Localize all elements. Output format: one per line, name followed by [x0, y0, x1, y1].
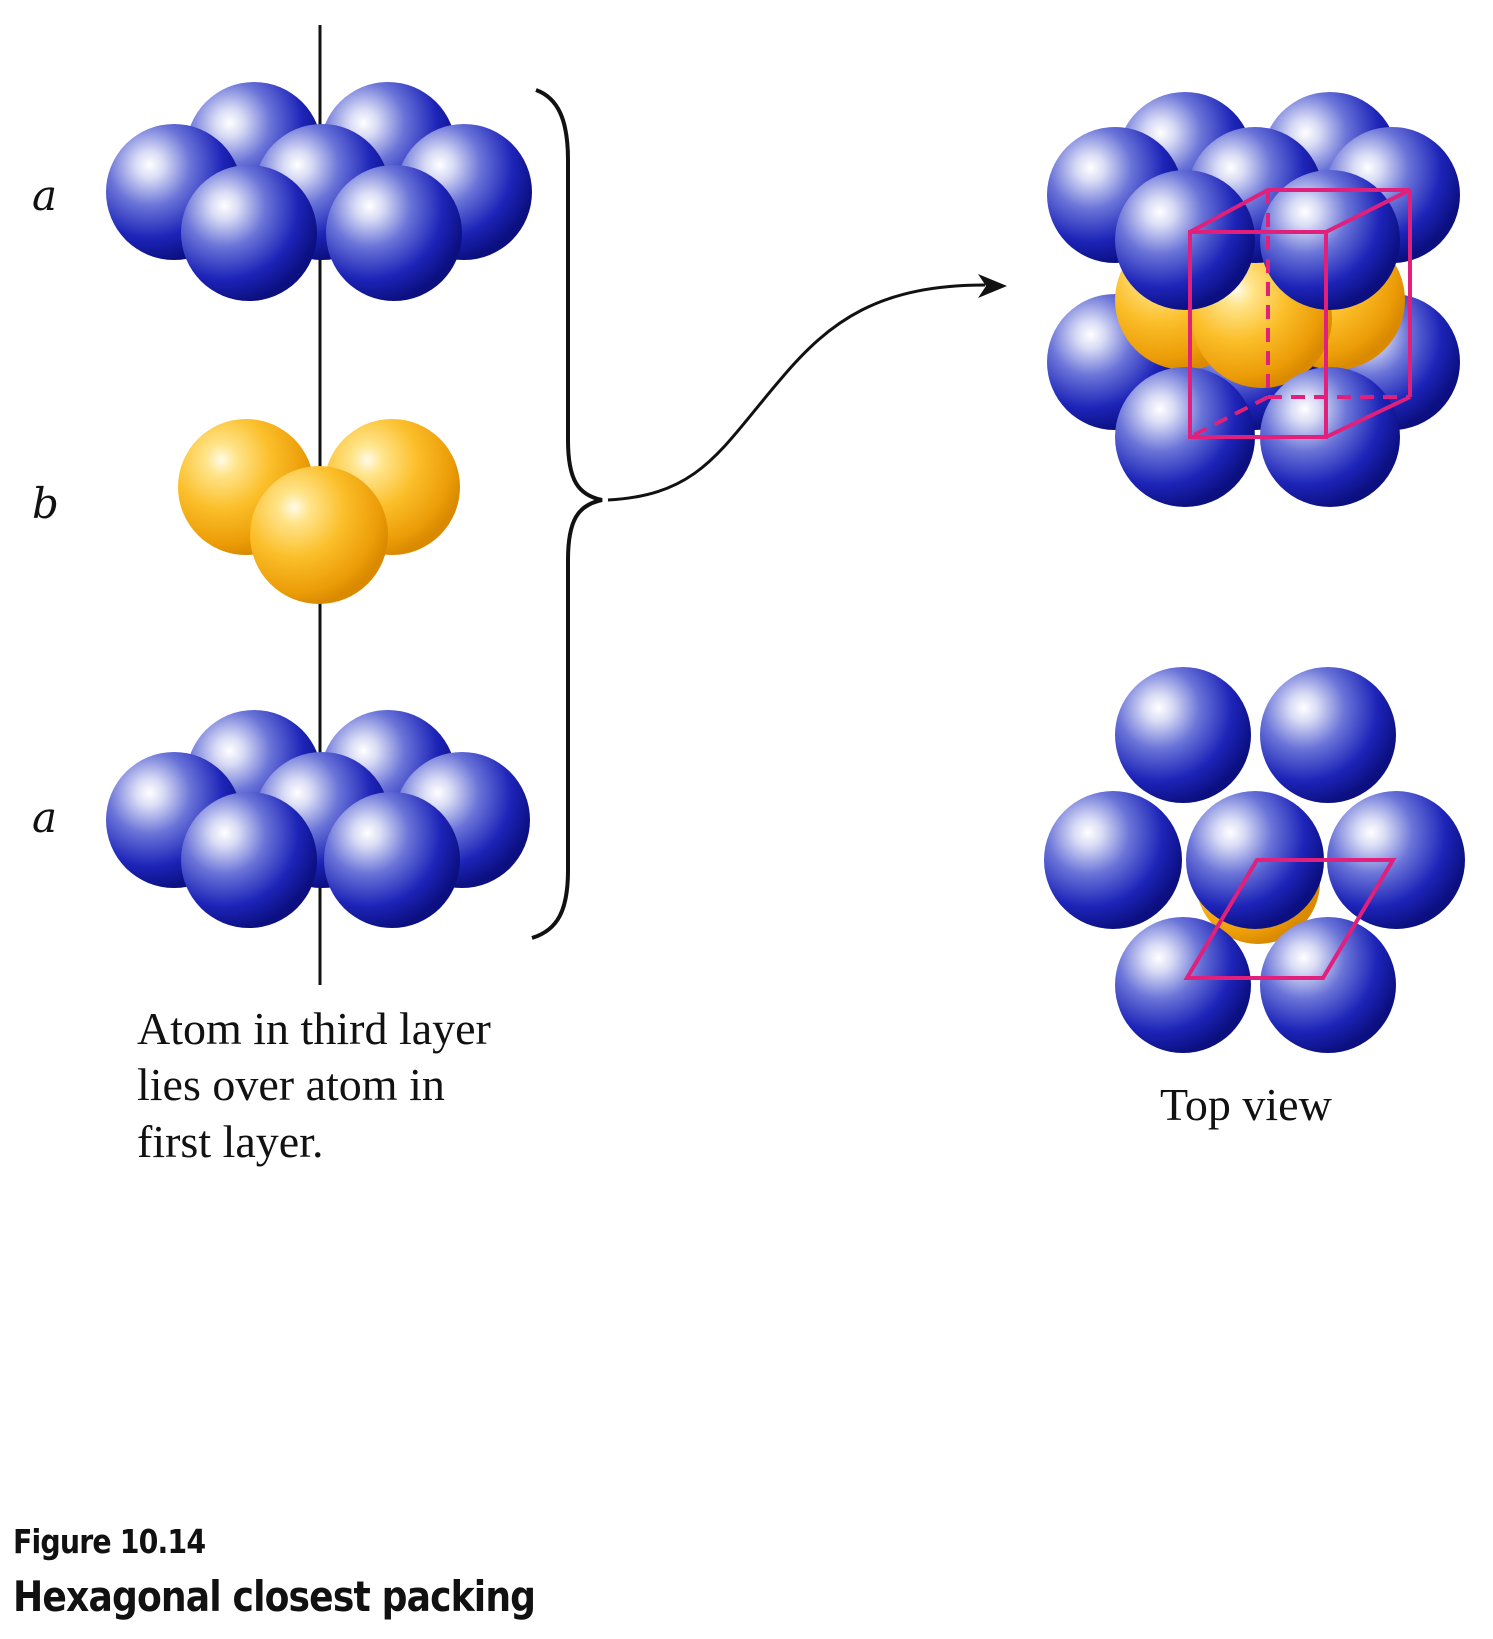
layer-b [178, 419, 460, 604]
layer-label-middle: b [32, 479, 59, 528]
blue-atom [1115, 170, 1255, 310]
blue-atom [181, 165, 317, 301]
gold-atom [250, 466, 388, 604]
layer-label-bottom: a [32, 793, 57, 842]
blue-atom [326, 165, 462, 301]
side-caption-line-3: first layer. [137, 1116, 324, 1167]
unit-cell-rhombus [1183, 858, 1397, 980]
blue-atom [1260, 170, 1400, 310]
hcp-top-view [1044, 667, 1465, 1053]
blue-atom [1115, 667, 1251, 803]
layer-a-bottom [106, 710, 530, 928]
blue-atom [324, 792, 460, 928]
unit-cell-prism [1188, 188, 1412, 439]
blue-atom [1260, 917, 1396, 1053]
top-view-label: Top view [1160, 1079, 1333, 1130]
arrow-curve [607, 283, 986, 502]
blue-atom [1115, 367, 1255, 507]
blue-atom [1115, 917, 1251, 1053]
layer-a-top [106, 82, 532, 301]
figure-title: Hexagonal closest packing [13, 1572, 536, 1621]
side-caption-line-2: lies over atom in [137, 1059, 445, 1110]
hcp-stack-view [1047, 92, 1460, 507]
arrowhead-icon [978, 274, 1007, 298]
figure-number: Figure 10.14 [13, 1522, 206, 1561]
side-caption-line-1: Atom in third layer [137, 1003, 491, 1054]
blue-atom [181, 792, 317, 928]
blue-atom [1044, 791, 1182, 929]
blue-atom [1260, 667, 1396, 803]
blue-atom [1327, 791, 1465, 929]
curly-brace [531, 88, 603, 940]
layer-label-top: a [32, 171, 57, 220]
